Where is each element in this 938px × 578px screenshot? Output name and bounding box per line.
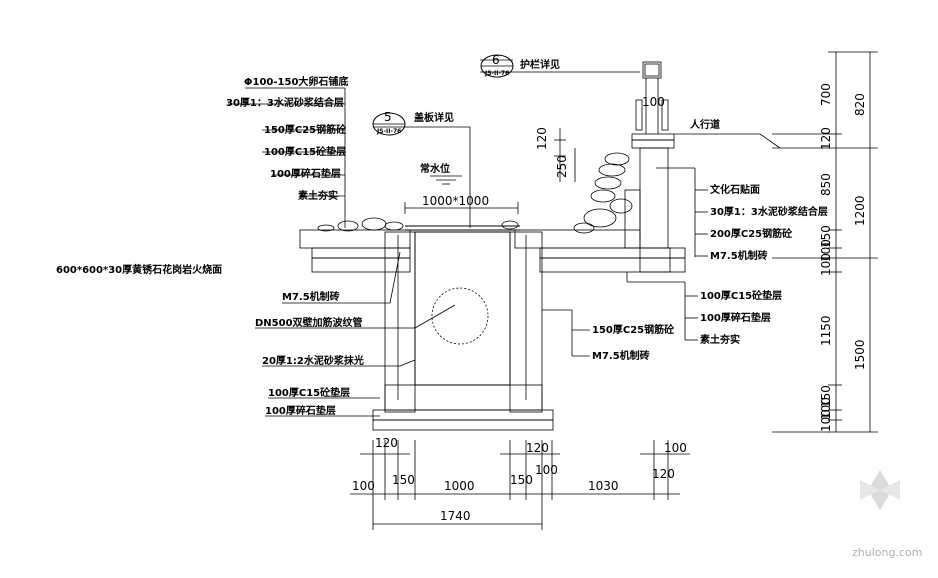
grate-cover bbox=[405, 225, 520, 231]
vdim-a-0: 700 bbox=[819, 83, 833, 106]
callout-cover-text: 盖板详见 bbox=[414, 111, 454, 124]
callout-railing-text: 护栏详见 bbox=[520, 58, 560, 71]
grate-size-label: 1000*1000 bbox=[422, 194, 489, 208]
callout-railing-number: 6 bbox=[492, 53, 500, 67]
left-layer-leaders bbox=[228, 87, 346, 228]
left-layer-1: 30厚1：3水泥砂浆结合层 bbox=[226, 96, 344, 109]
bottom-dimension-chain bbox=[350, 440, 690, 530]
pebble-bed-left bbox=[317, 217, 404, 232]
inner-vertical-dim bbox=[554, 128, 576, 182]
corrugated-pipe bbox=[431, 287, 489, 345]
callout-cover-number: 5 bbox=[384, 110, 392, 124]
hdim-mid-2: 1000 bbox=[444, 479, 475, 493]
vdim-b-1: 1200 bbox=[853, 195, 867, 226]
left-wall-1: DN500双壁加筋波纹管 bbox=[255, 316, 363, 329]
watermark-logo bbox=[860, 470, 900, 510]
hdim-mid-3: 150 bbox=[510, 473, 533, 487]
callout-cover-ref: JS-II-76 bbox=[376, 128, 401, 135]
hdim-mid-5: 1030 bbox=[588, 479, 619, 493]
right-lower-0: 100厚C15砼垫层 bbox=[700, 289, 782, 302]
right-upper-3: M7.5机制砖 bbox=[710, 249, 768, 262]
callout-railing bbox=[480, 54, 640, 78]
right-wall-1: M7.5机制砖 bbox=[592, 349, 650, 362]
left-layer-2: 150厚C25钢筋砼 bbox=[264, 123, 346, 136]
pebble-bed-right bbox=[501, 152, 633, 234]
right-upper-2: 200厚C25钢筋砼 bbox=[710, 227, 792, 240]
vdim-inner-0: 120 bbox=[535, 127, 549, 150]
ground-surface bbox=[299, 229, 686, 273]
right-upper-leaders bbox=[656, 167, 708, 257]
left-layer-3: 100厚C15砼垫层 bbox=[264, 145, 346, 158]
hdim-mid-4: 100 bbox=[535, 463, 558, 477]
vdim-a-3: 150 bbox=[819, 225, 833, 248]
callout-railing-ref: JS-II-76 bbox=[484, 70, 509, 77]
vdim-inner-1: 250 bbox=[555, 155, 569, 178]
left-wall-0: M7.5机制砖 bbox=[282, 290, 340, 303]
left-layer-5: 素土夯实 bbox=[298, 189, 338, 202]
left-wall-leaders bbox=[255, 251, 456, 417]
vdim-a-8: 100 bbox=[819, 397, 833, 420]
vdim-a-7: 150 bbox=[819, 385, 833, 408]
vdim-a-6: 1150 bbox=[819, 315, 833, 346]
right-lower-leaders bbox=[626, 272, 698, 341]
watermark-text: zhulong.com bbox=[852, 546, 922, 559]
right-upper-0: 文化石贴面 bbox=[710, 183, 760, 196]
hdim-top-2: 100 bbox=[664, 441, 687, 455]
hdim-top-0: 120 bbox=[375, 436, 398, 450]
left-wall-4: 100厚碎石垫层 bbox=[265, 404, 336, 417]
vdim-a-5: 100 bbox=[819, 253, 833, 276]
left-layer-4: 100厚碎石垫层 bbox=[270, 167, 341, 180]
callout-cover bbox=[372, 112, 471, 228]
water-level-label: 常水位 bbox=[420, 162, 450, 175]
sidewalk-label: 人行道 bbox=[690, 118, 720, 131]
inspection-pit bbox=[372, 231, 554, 431]
left-wall-3: 100厚C15砼垫层 bbox=[268, 386, 350, 399]
right-wall-leaders bbox=[542, 309, 590, 357]
hdim-total: 1740 bbox=[440, 509, 471, 523]
right-lower-1: 100厚碎石垫层 bbox=[700, 311, 771, 324]
hdim-top-1: 120 bbox=[526, 441, 549, 455]
right-lower-2: 素土夯实 bbox=[700, 333, 740, 346]
railing-post bbox=[631, 61, 675, 141]
vdim-a-1: 120 bbox=[819, 127, 833, 150]
vdim-a-2: 850 bbox=[819, 173, 833, 196]
hdim-mid-0: 100 bbox=[352, 479, 375, 493]
right-upper-1: 30厚1：3水泥砂浆结合层 bbox=[710, 205, 828, 218]
vdim-a-4: 100 bbox=[819, 239, 833, 262]
post-width-label: 100 bbox=[642, 95, 665, 109]
vdim-b-2: 1500 bbox=[853, 339, 867, 370]
right-dimension-chain bbox=[772, 51, 878, 433]
right-wall-0: 150厚C25钢筋砼 bbox=[592, 323, 674, 336]
left-wall-2: 20厚1:2水泥砂浆抹光 bbox=[262, 354, 364, 367]
hdim-mid-6: 120 bbox=[652, 467, 675, 481]
vdim-a-9: 100 bbox=[819, 409, 833, 432]
left-layer-0: Φ100-150大卵石铺底 bbox=[244, 75, 348, 88]
water-level-symbol bbox=[430, 175, 462, 185]
vdim-b-0: 820 bbox=[853, 93, 867, 116]
hdim-mid-1: 150 bbox=[392, 473, 415, 487]
paving-label: 600*600*30厚黄锈石花岗岩火烧面 bbox=[56, 263, 222, 276]
